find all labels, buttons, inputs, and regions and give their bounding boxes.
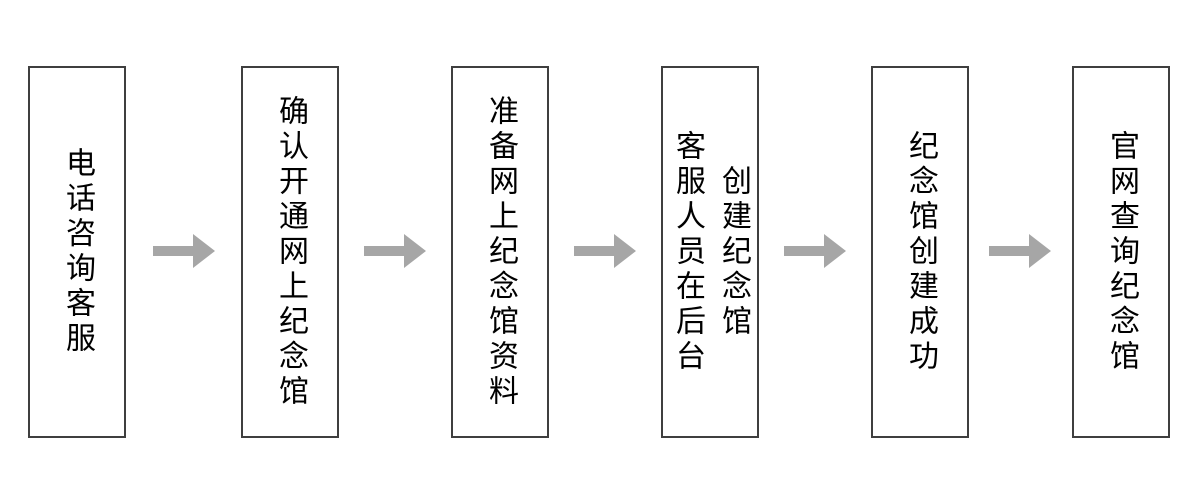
flow-step-box-6: 官网查询纪念馆 — [1072, 66, 1170, 438]
flow-step-label: 纪念馆创建成功 — [904, 129, 937, 375]
flow-step-box-4: 客服人员在后台 创建纪念馆 — [661, 66, 759, 438]
flow-step-box-3: 准备网上纪念馆资料 — [451, 66, 549, 438]
flow-step-box-1: 电话咨询客服 — [28, 66, 126, 438]
arrow-right-icon — [989, 234, 1051, 268]
flow-step-label: 确认开通网上纪念馆 — [274, 94, 307, 410]
flow-step-box-2: 确认开通网上纪念馆 — [241, 66, 339, 438]
arrow-right-icon — [364, 234, 426, 268]
flow-step-label: 客服人员在后台 创建纪念馆 — [671, 129, 750, 375]
arrow-right-icon — [784, 234, 846, 268]
flow-step-box-5: 纪念馆创建成功 — [871, 66, 969, 438]
flow-step-label: 电话咨询客服 — [61, 147, 94, 357]
flow-step-label: 准备网上纪念馆资料 — [484, 94, 517, 410]
arrow-right-icon — [153, 234, 215, 268]
flow-step-label: 官网查询纪念馆 — [1105, 129, 1138, 375]
arrow-right-icon — [574, 234, 636, 268]
